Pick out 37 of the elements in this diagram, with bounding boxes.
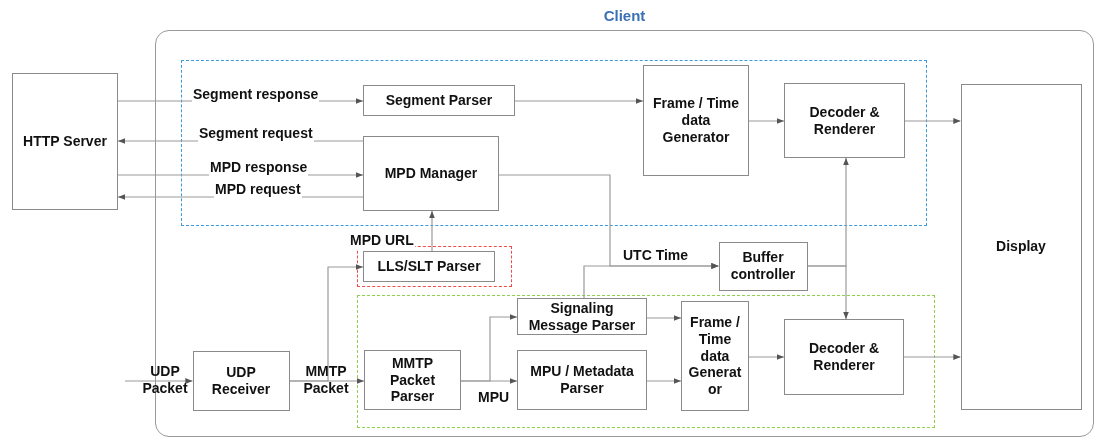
- arrow: [583, 263, 720, 299]
- arrow: [646, 315, 682, 321]
- arrow: [903, 354, 962, 360]
- process-box: Signaling Message Parser: [517, 298, 647, 335]
- arrow: [429, 210, 435, 252]
- process-box: Frame / Time data Generator: [681, 301, 749, 411]
- display-box: Display: [960, 83, 1082, 410]
- dashed-group-box: [356, 294, 935, 428]
- process-box: MPD Manager: [363, 136, 499, 211]
- process-box: UDP Receiver: [192, 350, 290, 411]
- arrow: [124, 378, 194, 384]
- edge-label: Segment response: [192, 86, 320, 103]
- process-box: LLS/SLT Parser: [363, 251, 495, 282]
- edge-label: Segment request: [198, 125, 314, 142]
- arrow: [748, 118, 785, 124]
- edge-label: MPD response: [209, 159, 309, 176]
- arrow: [288, 264, 364, 382]
- process-box: Decoder & Renderer: [784, 319, 904, 395]
- process-box: MPU / Metadata Parser: [517, 350, 647, 410]
- process-box: Decoder & Renderer: [784, 83, 905, 158]
- edge-label: MPD request: [214, 181, 302, 198]
- server-box: HTTP Server: [12, 73, 118, 210]
- arrow: [514, 98, 644, 104]
- arrow: [806, 265, 849, 320]
- arrow: [904, 118, 962, 124]
- edge-label: MPD URL: [349, 232, 415, 249]
- arrow: [748, 354, 785, 360]
- process-box: Buffer controller: [718, 241, 808, 291]
- container-heading: Client: [603, 7, 646, 24]
- process-box: MMTP Packet Parser: [364, 350, 461, 410]
- process-box: Frame / Time data Generator: [643, 65, 749, 176]
- process-box: Segment Parser: [363, 85, 515, 116]
- dashed-group-box: [356, 245, 512, 287]
- arrow: [460, 378, 518, 384]
- edge-label: MMTP Packet: [302, 363, 350, 397]
- edge-label: UDP Packet: [141, 363, 189, 397]
- arrow: [646, 378, 682, 384]
